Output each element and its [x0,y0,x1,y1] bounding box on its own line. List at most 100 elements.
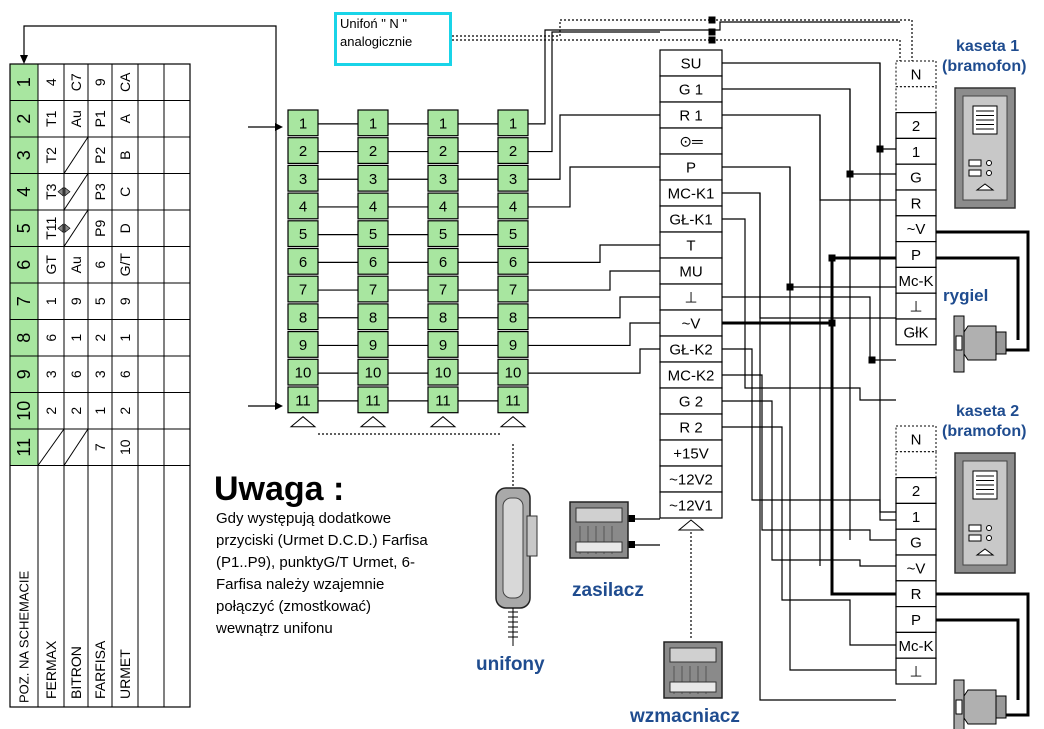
table-cell: P2 [92,146,108,163]
rygiel-lock-icon-coil [995,331,1007,355]
connector-pin-label: 4 [299,198,307,215]
connector-pin [497,247,529,275]
junction-dot [846,170,854,178]
amp-terminal [659,75,723,103]
wire [722,218,896,401]
amp-terminal [659,335,723,363]
connector-pin [427,358,459,386]
amp-terminal-label: SU [681,56,702,73]
table-cell: C [117,187,133,197]
connector-pin [497,164,529,192]
connector-pin [287,164,319,192]
table-cell: B [117,151,133,160]
table-pos-number: 10 [14,401,34,421]
amp-terminal-label: MU [679,264,702,281]
connector-pin [497,303,529,331]
connector-pin [497,109,529,137]
amp-terminal-label: G 1 [679,82,703,99]
table-cell: T1 [43,110,59,127]
connector-pin-label: 1 [299,115,307,132]
kaseta1-terminal [895,163,937,191]
kaseta1-terminal [895,292,937,320]
connector-pin [357,164,389,192]
rygiel-lock-icon-body [963,325,997,361]
table-pos-number: 5 [14,223,34,233]
junction-dot [708,36,716,44]
connector-pin-label: 9 [439,337,447,354]
connector-pin-label: 4 [369,198,377,215]
table-empty-cell-slash [63,428,89,466]
amp-terminal [659,231,723,259]
amp-terminal [659,309,723,337]
amp-terminal-label: MC-K2 [668,368,715,385]
table-brand-header: BITRON [68,646,84,699]
lock-wire [936,618,1020,700]
table-feed-wire [23,25,277,406]
connector-pin [357,275,389,303]
kaseta1-subtitle: (bramofon) [942,58,1027,75]
connector-pin [497,358,529,386]
kaseta2-title: kaseta 2 [956,403,1020,420]
amp-terminal-label: T [686,238,695,255]
connector-pin-label: 11 [435,392,451,409]
table-cell: Au [68,256,84,273]
table-cell: P3 [92,183,108,200]
kaseta2-terminal-label: P [911,612,921,629]
wire [722,296,896,361]
table-pos-number: 11 [14,438,34,457]
connector-pin-label: 2 [509,143,517,160]
connector-pin-label: 6 [509,254,517,271]
table-pos-number: 4 [14,187,34,197]
connector-pin-label: 11 [365,392,381,409]
table-cell: 7 [92,443,108,451]
wire [722,88,896,175]
table-empty-cell-slash [63,136,89,174]
wire [722,62,896,150]
kaseta1-terminal [895,111,937,139]
table-cell: 2 [43,407,59,415]
wire [528,31,660,153]
connector-pin-label: 5 [509,226,517,243]
amp-terminal-label: ~12V1 [669,498,713,515]
table-cell: 1 [68,334,84,342]
connector-pin [427,303,459,331]
right-arrow-icon [275,402,283,410]
connector-pin-label: 7 [509,282,517,299]
connector-pin-label: 3 [509,171,517,188]
connector-pin-label: 7 [299,282,307,299]
connector-pin [357,137,389,164]
table-cell: 1 [92,407,108,415]
junction-dot [708,16,716,24]
lock-wire [936,256,1020,340]
table-border [9,63,191,708]
call-button-icon [968,159,982,167]
connector-pin-label: 8 [509,309,517,326]
connector-pin-label: 5 [369,226,377,243]
zasilacz-power-supply-icon-top [575,507,623,523]
table-cell: 6 [92,261,108,269]
rygiel-lock-icon-body [963,689,997,725]
connector-pin-label: 3 [439,171,447,188]
kaseta1-terminal [895,215,937,243]
wire [789,167,896,671]
amp-terminal-label: ~V [682,316,701,333]
connector-pin [357,247,389,275]
junction-dot [828,319,836,327]
wire [722,426,896,646]
indicator-icon [986,525,992,531]
table-pos-column-bg [10,64,38,466]
connector-pin-label: 3 [369,171,377,188]
connector-pin-label: 2 [299,143,307,160]
connector-pin [287,303,319,331]
connector-pin-label: 3 [299,171,307,188]
connector-pin-label: 11 [505,392,521,409]
table-cell: T3 [43,183,59,200]
indicator-icon [986,170,992,176]
connector-pin-label: 9 [369,337,377,354]
amp-terminal [659,179,723,207]
amp-terminal-label: ⊙═ [679,134,703,151]
table-cell: GT [43,255,59,275]
junction-dot [868,356,876,364]
